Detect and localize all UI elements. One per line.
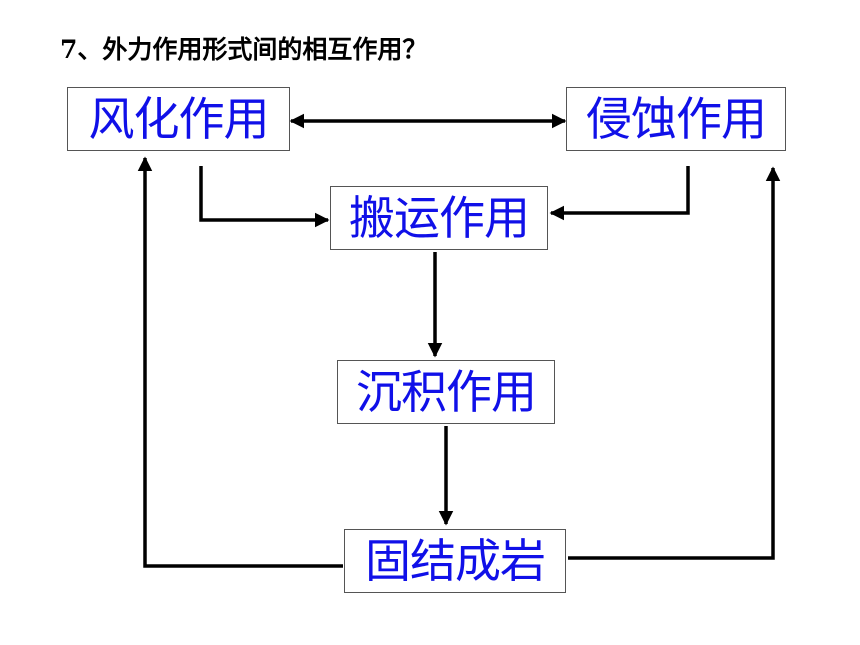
arrow-erosion-to-transportation	[549, 166, 690, 221]
node-transportation: 搬运作用	[330, 186, 548, 250]
node-deposition: 沉积作用	[337, 360, 555, 424]
arrow-lithification-to-weathering	[137, 156, 343, 568]
node-erosion: 侵蚀作用	[566, 87, 786, 151]
node-weathering: 风化作用	[67, 87, 290, 151]
question-title: 7、外力作用形式间的相互作用？	[60, 35, 428, 64]
arrow-weathering-to-transportation	[199, 166, 330, 228]
arrow-lithification-to-erosion	[568, 166, 781, 560]
node-lithification: 固结成岩	[344, 529, 566, 593]
